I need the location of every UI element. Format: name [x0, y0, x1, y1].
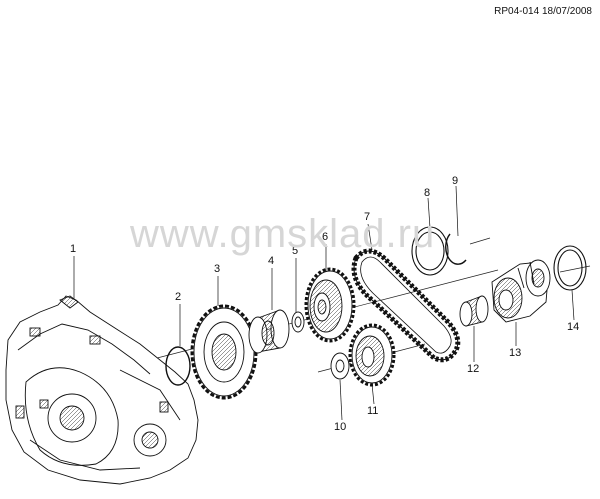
- callout-3: 3: [214, 263, 220, 275]
- seal-ring-14: [553, 245, 587, 291]
- parking-gear-3: [190, 304, 258, 400]
- snap-ring-9: [445, 233, 467, 265]
- drive-sprocket-6: [304, 267, 356, 343]
- watermark-text: www.gmsklad.ru: [130, 212, 436, 256]
- callout-4: 4: [268, 255, 274, 267]
- bearing-12: [459, 295, 489, 327]
- callout-11: 11: [367, 405, 378, 417]
- driven-sprocket-11: [348, 323, 396, 387]
- callout-10: 10: [334, 421, 346, 433]
- callout-5: 5: [292, 245, 298, 257]
- bearing-4: [248, 309, 290, 354]
- callout-2: 2: [175, 291, 181, 303]
- leader-lines: [73, 185, 575, 421]
- callout-1: 1: [70, 243, 76, 255]
- callout-labels: 1 2 3 4 5 6 7 8 9 10 11 12 13 14: [70, 175, 579, 433]
- callout-14: 14: [567, 321, 579, 333]
- callout-9: 9: [452, 175, 458, 187]
- differential-housing-13: [491, 259, 551, 323]
- drawing-reference: RP04-014 18/07/2008: [494, 6, 592, 17]
- callout-12: 12: [467, 363, 479, 375]
- drive-chain-7: [351, 248, 461, 363]
- callout-8: 8: [424, 187, 430, 199]
- thrust-washer-10: [330, 352, 350, 380]
- callout-6: 6: [322, 231, 328, 243]
- callout-7: 7: [364, 211, 370, 223]
- snap-ring-2: [165, 346, 191, 386]
- washer-5: [291, 311, 305, 333]
- callout-13: 13: [509, 347, 521, 359]
- transmission-case: [5, 295, 199, 485]
